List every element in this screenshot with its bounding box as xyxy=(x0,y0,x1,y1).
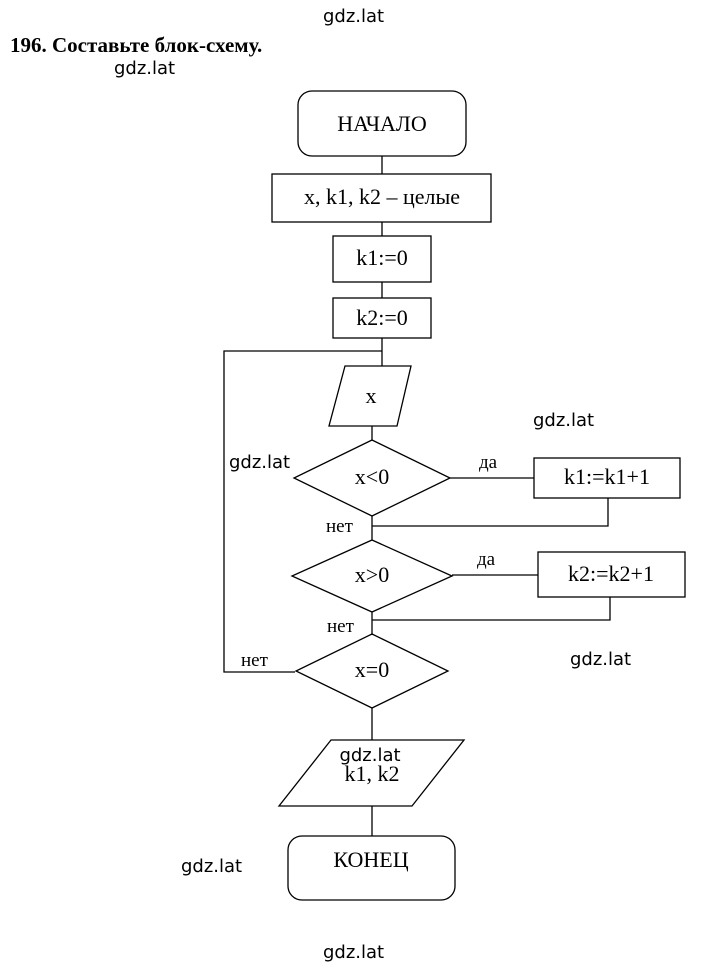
decision-negative-label: x<0 xyxy=(355,464,389,489)
task-heading: 196. Составьте блок-схему. xyxy=(10,33,263,57)
declare-block xyxy=(271,173,492,223)
output-label: k1, k2 xyxy=(345,761,400,786)
positive-yes-label: да xyxy=(477,549,496,570)
negative-yes-label: да xyxy=(479,452,498,473)
increment-k1-block xyxy=(533,457,681,499)
decision-positive-label: x>0 xyxy=(355,562,389,587)
watermark-left-middle: gdz.lat xyxy=(229,452,291,473)
decision-zero xyxy=(294,633,450,709)
watermark-left-lower: gdz.lat xyxy=(181,856,243,877)
start-terminator xyxy=(297,90,467,157)
watermark-right-upper: gdz.lat xyxy=(533,410,595,431)
loop-back-connector xyxy=(223,350,382,673)
declare-label: x, k1, k2 – целые xyxy=(304,184,460,209)
input-parallelogram xyxy=(328,365,412,427)
zero-no-label: нет xyxy=(241,650,269,671)
positive-no-label: нет xyxy=(327,616,355,637)
merge-connector xyxy=(372,597,611,621)
init-k1-block xyxy=(332,235,432,283)
watermark-in-output: gdz.lat xyxy=(339,745,400,766)
increment-k2-label: k2:=k2+1 xyxy=(568,561,654,586)
init-k1-label: k1:=0 xyxy=(356,245,408,270)
decision-zero-label: x=0 xyxy=(355,657,389,682)
start-label: НАЧАЛО xyxy=(337,111,426,136)
increment-k2-block xyxy=(537,551,686,598)
increment-k1-label: k1:=k1+1 xyxy=(564,464,650,489)
init-k2-label: k2:=0 xyxy=(356,305,408,330)
end-label: КОНЕЦ xyxy=(333,847,408,872)
init-k2-block xyxy=(332,297,432,339)
negative-no-label: нет xyxy=(326,516,354,537)
output-parallelogram xyxy=(277,739,466,807)
input-label: x xyxy=(366,383,377,408)
end-terminator xyxy=(287,835,456,901)
merge-connector xyxy=(372,498,609,527)
watermark-bottom: gdz.lat xyxy=(323,942,385,963)
decision-positive xyxy=(290,539,454,613)
watermark-under-heading: gdz.lat xyxy=(114,58,176,79)
watermark-top: gdz.lat xyxy=(323,6,385,27)
decision-negative xyxy=(292,439,452,517)
watermark-right-lower: gdz.lat xyxy=(570,649,632,670)
